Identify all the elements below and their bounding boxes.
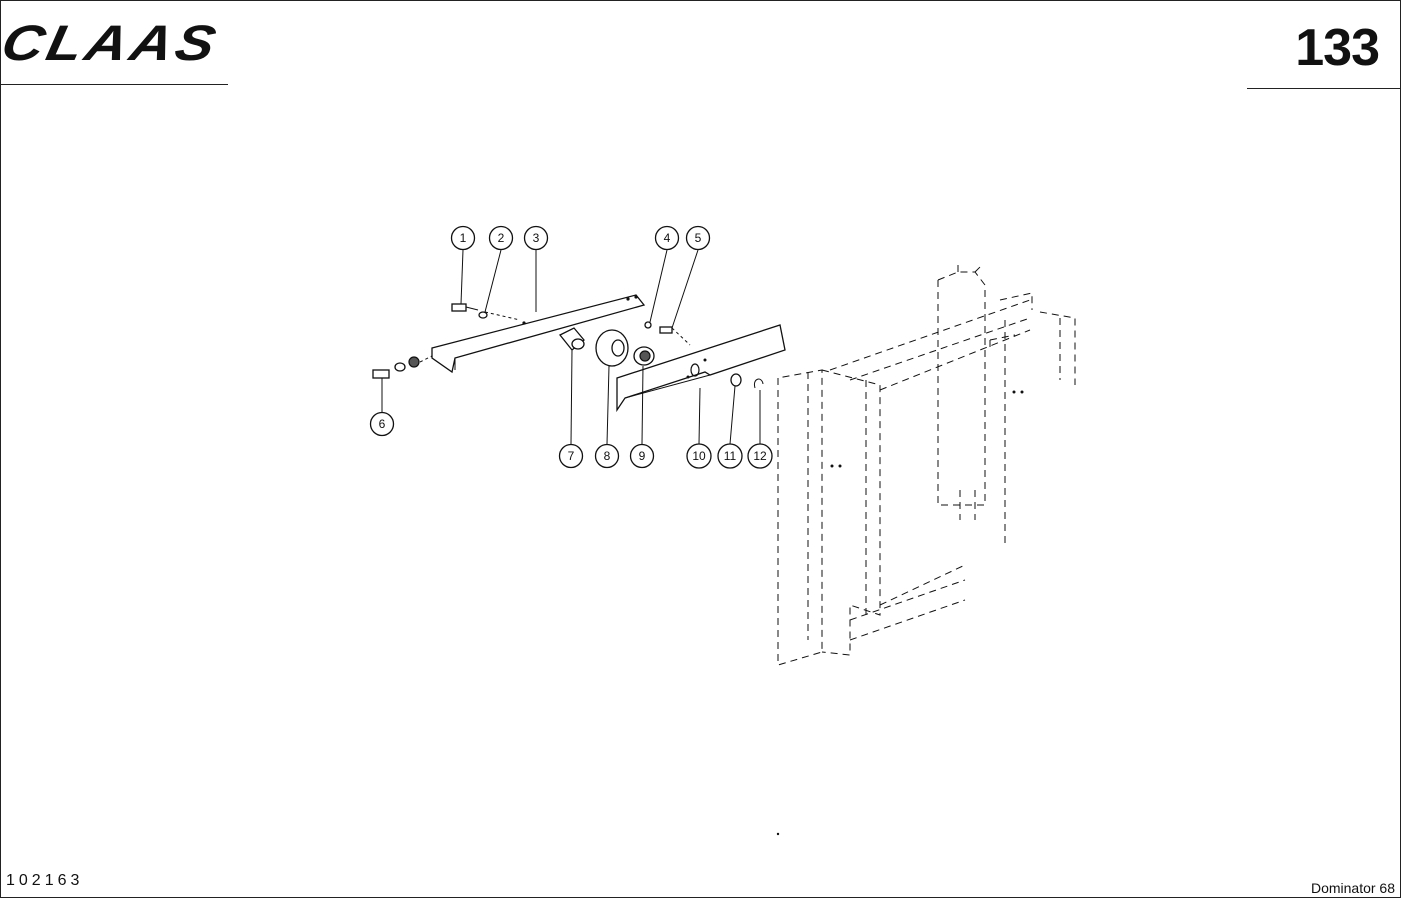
callout-label: 8 bbox=[604, 449, 611, 463]
callout-label: 6 bbox=[379, 417, 386, 431]
spacer-part-7 bbox=[558, 327, 585, 351]
callout-label: 11 bbox=[724, 449, 737, 463]
angle-rail-part-10 bbox=[616, 324, 786, 413]
flat-bar-part-3 bbox=[431, 294, 646, 374]
callout-10: 10 bbox=[686, 443, 712, 469]
callout-label: 3 bbox=[533, 231, 540, 245]
callout-label: 10 bbox=[692, 449, 706, 463]
bolt-part-6 bbox=[372, 356, 420, 379]
callout-2: 2 bbox=[488, 225, 514, 251]
callout-8: 8 bbox=[594, 443, 620, 469]
callout-label: 7 bbox=[568, 449, 575, 463]
callout-3: 3 bbox=[523, 225, 549, 251]
page-number: 133 bbox=[1295, 19, 1380, 77]
callout-12: 12 bbox=[747, 443, 773, 469]
washer-part-2 bbox=[478, 311, 488, 319]
callout-label: 4 bbox=[664, 231, 671, 245]
ring-part-11 bbox=[730, 373, 742, 387]
frame-assembly-outline bbox=[776, 262, 1076, 836]
page-number-underline bbox=[1247, 88, 1401, 89]
logo-underline bbox=[0, 84, 228, 85]
screw-part-5 bbox=[659, 326, 673, 334]
bolt-part-1 bbox=[451, 303, 479, 312]
callout-label: 1 bbox=[460, 231, 467, 245]
bushing-part-9 bbox=[633, 346, 655, 366]
callout-4: 4 bbox=[654, 225, 680, 251]
callout-label: 9 bbox=[639, 449, 646, 463]
washer-part-4 bbox=[644, 321, 652, 329]
callout-7: 7 bbox=[558, 443, 584, 469]
model-name: Dominator 68 bbox=[1310, 880, 1395, 896]
drawing-number: 102163 bbox=[6, 872, 84, 889]
roller-part-8 bbox=[595, 329, 629, 367]
callout-label: 5 bbox=[695, 231, 702, 245]
callout-6: 6 bbox=[369, 411, 395, 437]
callout-9: 9 bbox=[629, 443, 655, 469]
clip-part-12 bbox=[753, 378, 764, 389]
callout-label: 2 bbox=[498, 231, 505, 245]
callout-label: 12 bbox=[753, 449, 767, 463]
callout-5: 5 bbox=[685, 225, 711, 251]
callout-11: 11 bbox=[717, 443, 743, 469]
leader-lines bbox=[381, 249, 761, 445]
callout-1: 1 bbox=[450, 225, 476, 251]
